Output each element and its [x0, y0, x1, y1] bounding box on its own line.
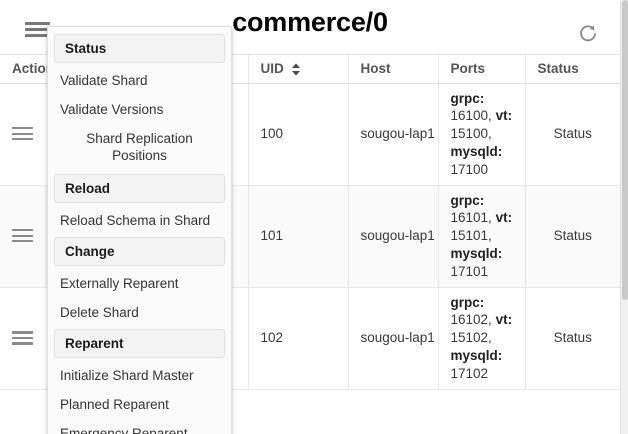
hamburger-line	[12, 229, 33, 232]
column-header-ports-label: Ports	[450, 61, 486, 77]
hamburger-line	[12, 132, 33, 135]
sort-updown-icon-svg	[291, 63, 300, 76]
column-header-uid[interactable]: UID	[248, 55, 349, 84]
menu-section-header: Change	[54, 236, 225, 266]
port-value: 17101	[450, 263, 489, 279]
menu-item[interactable]: Externally Reparent	[60, 275, 179, 291]
column-header-ports[interactable]: Ports	[438, 55, 526, 84]
cell-ports: grpc: 16102, vt: 15102, mysqld: 17102	[438, 287, 526, 390]
port-value: 16101,	[450, 210, 492, 226]
column-header-action-label: Action	[12, 61, 54, 77]
port-value: 17100	[450, 161, 489, 177]
port-value: 15102,	[450, 330, 492, 346]
port-value: 16100,	[450, 108, 492, 124]
menu-item[interactable]: Initialize Shard Master	[60, 367, 194, 383]
port-name: grpc:	[450, 294, 485, 310]
port-value: 16102,	[450, 312, 492, 328]
menu-section-header: Reparent	[54, 328, 225, 358]
cell-uid: 101	[248, 185, 349, 288]
port-name: mysqld:	[450, 143, 503, 159]
cell-host: sougou-lap1	[348, 287, 439, 390]
hamburger-line	[12, 342, 33, 345]
menu-item[interactable]: Reload Schema in Shard	[60, 212, 211, 228]
cell-ports: grpc: 16100, vt: 15100, mysqld: 17100	[438, 83, 526, 186]
port-value: 17102	[450, 365, 489, 381]
refresh-icon[interactable]	[576, 22, 600, 46]
port-value: 15101,	[450, 228, 492, 244]
menu-item[interactable]: Validate Versions	[60, 102, 164, 117]
cell-status[interactable]: Status	[525, 287, 620, 390]
hamburger-line	[25, 22, 50, 25]
port-name: vt:	[495, 312, 513, 328]
menu-item[interactable]: Validate Shard	[60, 73, 148, 88]
row-menu-icon[interactable]	[10, 227, 40, 245]
port-name: mysqld:	[450, 348, 503, 364]
hamburger-line	[25, 28, 50, 31]
row-menu-icon[interactable]	[10, 125, 40, 143]
menu-item[interactable]: Shard Replication Positions	[86, 131, 193, 163]
hamburger-line	[12, 127, 33, 130]
menu-item[interactable]: Planned Reparent	[60, 396, 169, 412]
cell-uid: 102	[248, 287, 349, 390]
cell-status[interactable]: Status	[525, 83, 620, 186]
port-name: vt:	[495, 210, 513, 226]
row-menu-icon[interactable]	[10, 329, 40, 347]
menu-item[interactable]: Delete Shard	[60, 304, 139, 320]
menu-item[interactable]: Emergency Reparent	[60, 425, 188, 434]
hamburger-line	[12, 234, 33, 237]
cell-host: sougou-lap1	[348, 83, 439, 186]
column-header-host-label: Host	[360, 61, 391, 77]
page-title: commerce/0	[232, 7, 388, 37]
hamburger-menu-icon[interactable]	[22, 16, 52, 40]
cell-status[interactable]: Status	[525, 185, 620, 288]
hamburger-line	[25, 34, 50, 37]
hamburger-line	[12, 240, 33, 243]
cell-uid: 100	[248, 83, 349, 186]
menu-section-header: Status	[54, 34, 225, 63]
cell-ports: grpc: 16101, vt: 15101, mysqld: 17101	[438, 185, 526, 288]
refresh-icon-svg	[580, 25, 596, 42]
port-value: 15100,	[450, 126, 492, 142]
sort-updown-icon[interactable]	[291, 63, 301, 76]
column-header-status[interactable]: Status	[525, 55, 620, 84]
port-name: mysqld:	[450, 246, 503, 261]
vertical-scrollbar-track[interactable]	[620, 0, 628, 434]
hamburger-line	[12, 336, 33, 340]
port-name: grpc:	[450, 90, 485, 106]
column-header-host[interactable]: Host	[348, 55, 439, 84]
port-name: vt:	[495, 108, 513, 124]
hamburger-line	[12, 331, 33, 334]
port-name: grpc:	[450, 192, 485, 208]
vertical-scrollbar-thumb[interactable]	[622, 0, 628, 300]
shard-table: Action UID Host Ports Status 10	[0, 55, 620, 390]
hamburger-line	[12, 138, 33, 141]
menu-section-header: Reload	[54, 173, 225, 203]
column-header-status-label: Status	[537, 61, 579, 77]
column-header-uid-label: UID	[260, 61, 284, 77]
cell-host: sougou-lap1	[348, 185, 439, 288]
